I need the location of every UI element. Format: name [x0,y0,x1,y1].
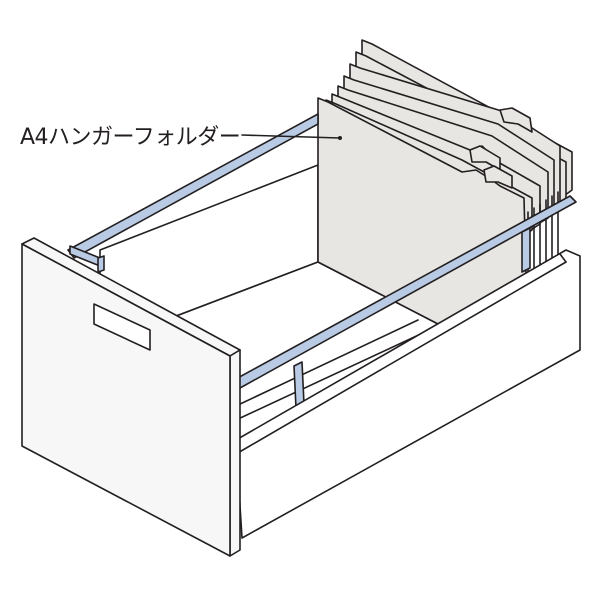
hanger-rails [67,113,577,409]
hanging-folders [317,39,573,326]
drawer-right-side [235,249,581,539]
drawer-handle-slot [93,303,151,351]
callout-leader-line [241,134,341,139]
drawer-front-panel [21,237,241,557]
callout-label: A4ハンガーフォルダー [20,125,241,150]
